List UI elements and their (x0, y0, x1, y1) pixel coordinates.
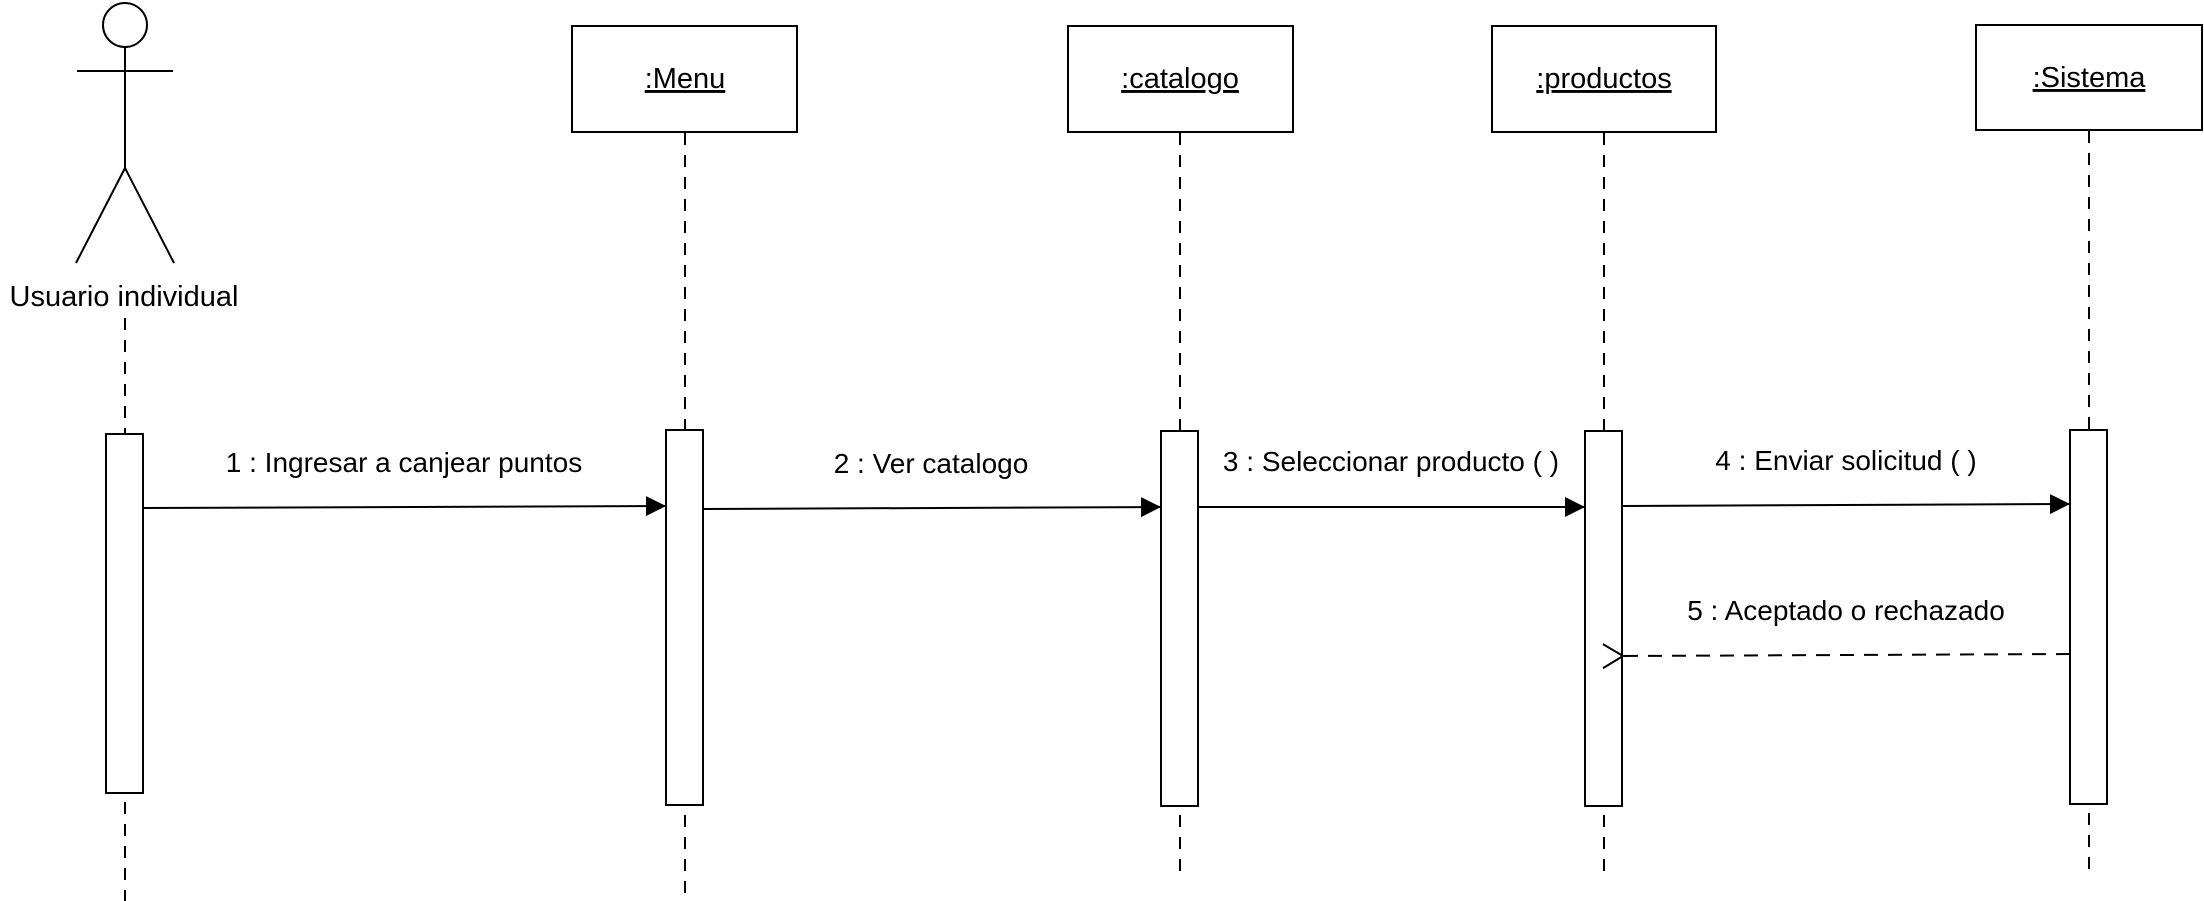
message-label-5: 5 : Aceptado o rechazado (1687, 595, 2005, 626)
message-label-2: 2 : Ver catalogo (834, 448, 1029, 479)
actor-usuario-individual: Usuario individual (10, 2, 239, 901)
message-2: 2 : Ver catalogo (702, 448, 1162, 518)
object-label-sistema: :Sistema (2033, 62, 2147, 94)
object-box-sistema (1975, 24, 2203, 131)
message-5-return: 5 : Aceptado o rechazado (1623, 595, 2071, 656)
activation-bar-productos (1584, 430, 1623, 807)
object-productos: :productos (1491, 25, 1717, 878)
object-sistema: :Sistema (1975, 24, 2203, 878)
stick-figure-icon (75, 2, 175, 264)
message-label-3: 3 : Seleccionar producto ( ) (1223, 446, 1559, 477)
object-label-menu: :Menu (645, 63, 726, 95)
object-box-menu (571, 25, 798, 133)
message-1: 1 : Ingresar a canjear puntos (142, 447, 667, 517)
message-3: 3 : Seleccionar producto ( ) (1198, 446, 1585, 517)
activation-bar-sistema (2069, 429, 2108, 805)
message-arrow-4 (1621, 494, 2071, 515)
message-4: 4 : Enviar solicitud ( ) (1621, 445, 2071, 515)
message-arrow-5 (1623, 654, 2071, 656)
activation-bar-catalogo (1160, 430, 1199, 807)
message-arrow-1 (142, 496, 667, 517)
activation-bar-menu (665, 429, 704, 806)
message-label-1: 1 : Ingresar a canjear puntos (226, 447, 582, 478)
object-menu: :Menu (571, 25, 798, 901)
object-label-productos: :productos (1536, 63, 1671, 95)
object-catalogo: :catalogo (1067, 25, 1294, 878)
actor-name: Usuario individual (10, 281, 239, 313)
object-box-productos (1491, 25, 1717, 133)
activation-bar-actor (105, 433, 144, 794)
object-box-catalogo (1067, 25, 1294, 133)
message-label-4: 4 : Enviar solicitud ( ) (1715, 445, 1976, 476)
object-label-catalogo: :catalogo (1121, 63, 1239, 95)
message-arrow-2 (702, 497, 1162, 518)
